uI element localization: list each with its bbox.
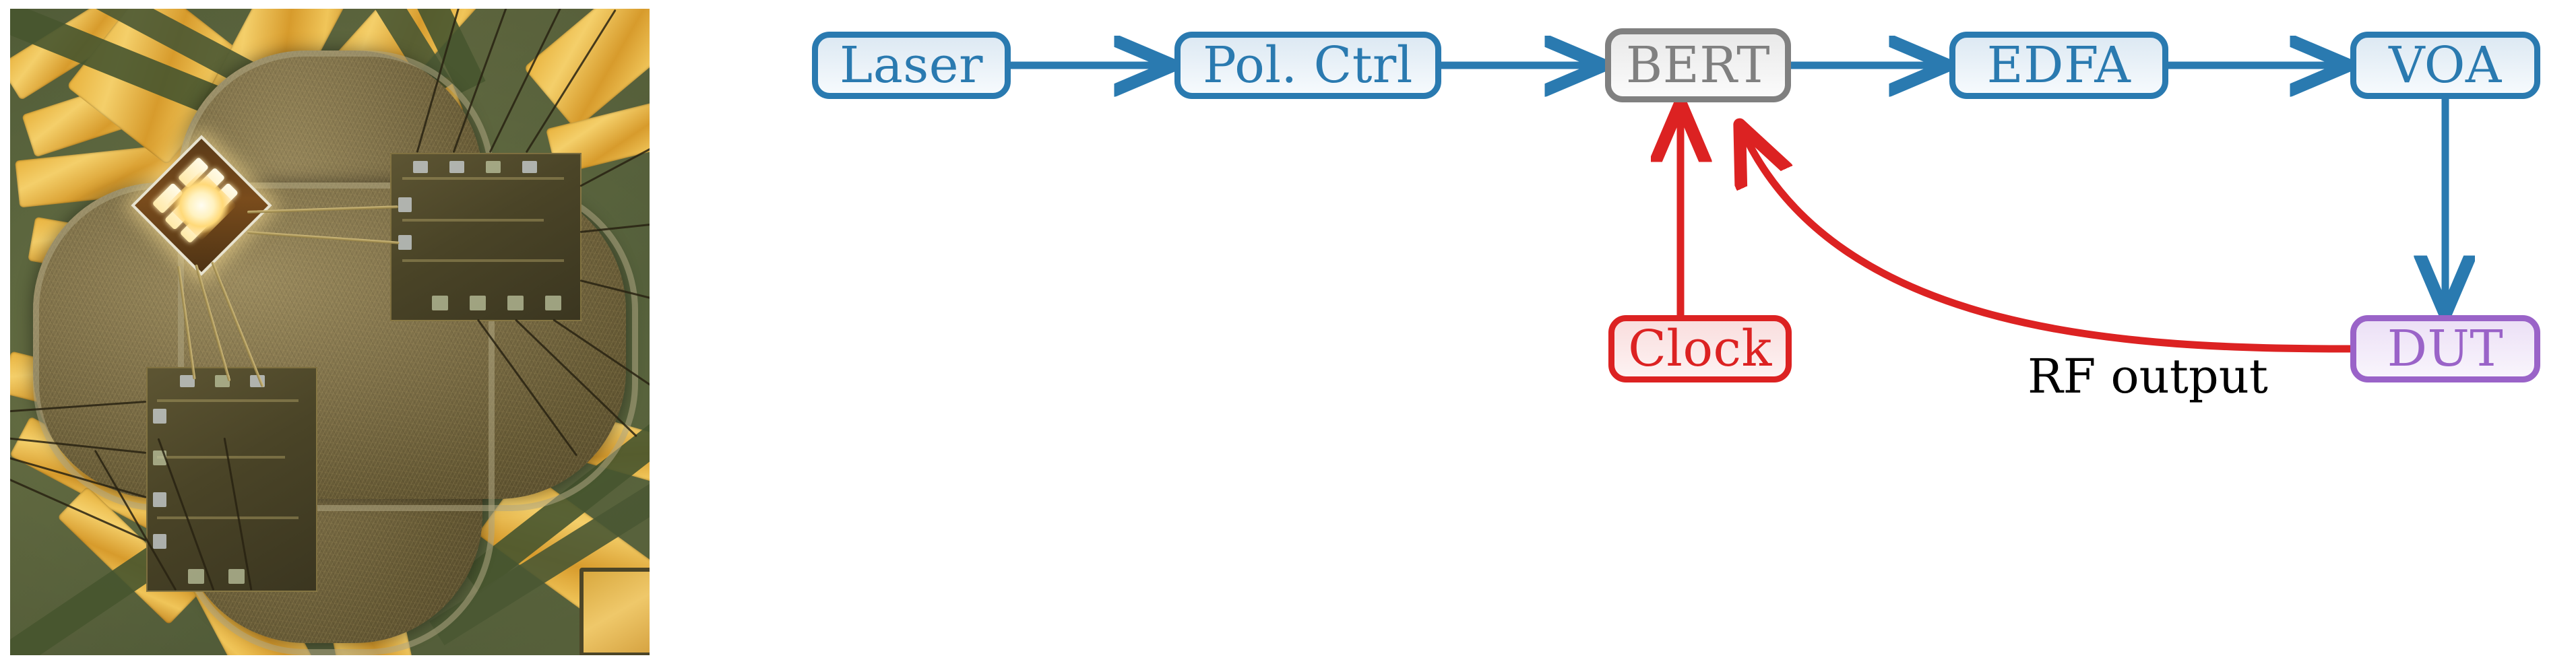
experimental-setup-diagram: Laser Pol. Ctrl BERT EDFA VOA Clock DUT … [650, 0, 2576, 668]
gold-pad [579, 568, 650, 655]
carrier-outline [178, 51, 495, 655]
node-voa[interactable]: VOA [2350, 32, 2540, 99]
node-clock[interactable]: Clock [1608, 315, 1792, 382]
connection-wires [1011, 0, 2576, 353]
edge-dut-bert-rf [1741, 128, 2354, 353]
driver-die-upper [390, 153, 582, 321]
node-bert[interactable]: BERT [1605, 28, 1791, 102]
node-edfa[interactable]: EDFA [1949, 32, 2168, 99]
node-pol-ctrl[interactable]: Pol. Ctrl [1174, 32, 1441, 99]
node-laser[interactable]: Laser [812, 32, 1011, 99]
carrier-outline [33, 182, 638, 511]
chip-carrier [10, 9, 650, 655]
rf-output-label: RF output [2028, 349, 2268, 404]
chip-micrograph [10, 9, 650, 655]
node-dut[interactable]: DUT [2350, 315, 2540, 382]
